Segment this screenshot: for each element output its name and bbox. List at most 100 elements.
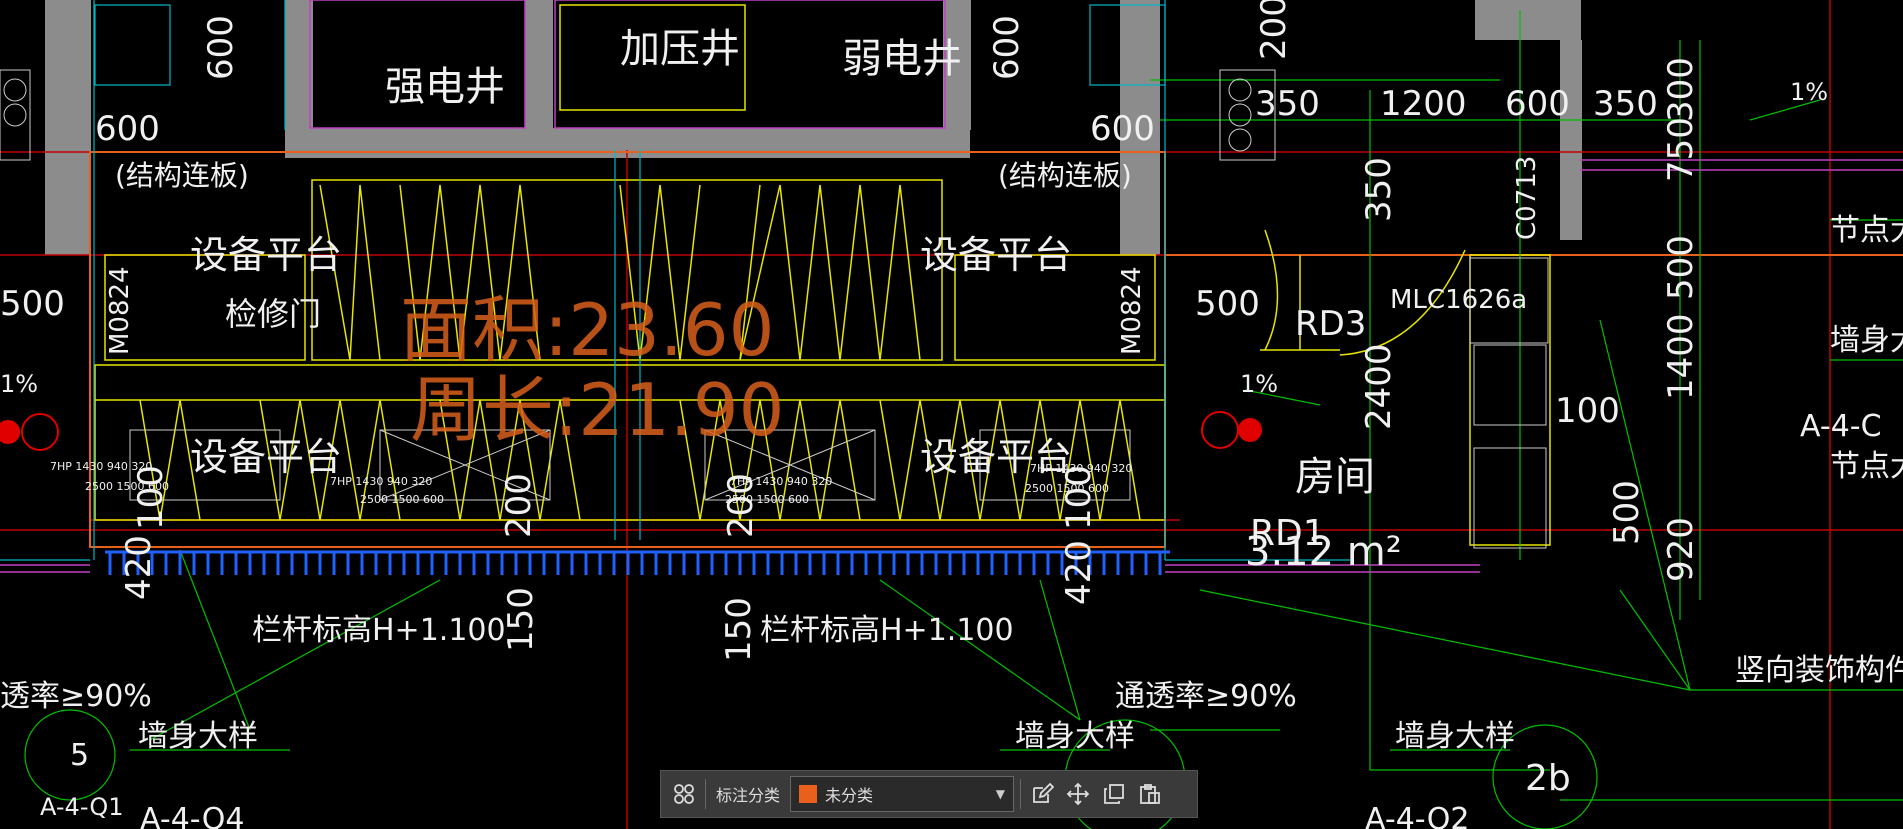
grid-apps-icon[interactable] bbox=[669, 778, 699, 810]
yellow-structure bbox=[94, 4, 1551, 546]
dim-100-r: 100 bbox=[1555, 391, 1620, 431]
platform-label-tr: 设备平台 bbox=[920, 233, 1072, 277]
railing-comb bbox=[105, 550, 1170, 575]
dim-420-b: 420 bbox=[1059, 540, 1099, 605]
detail-ref-q4: A-4-Q4 bbox=[140, 802, 244, 829]
toolbar-divider bbox=[705, 779, 706, 809]
wall-detail-partial-1: 墙身大 bbox=[1830, 323, 1903, 358]
paste-icon[interactable] bbox=[1135, 778, 1165, 810]
equipment-label-8: 2500 1500 600 bbox=[1025, 482, 1109, 495]
dim-200-b: 200 bbox=[721, 473, 761, 538]
platform-label-bl: 设备平台 bbox=[190, 435, 342, 479]
chevron-down-icon: ▼ bbox=[995, 787, 1006, 801]
weak-shaft-label: 弱电井 bbox=[842, 36, 962, 82]
edit-icon[interactable] bbox=[1027, 778, 1057, 810]
dim-200-a: 200 bbox=[499, 473, 539, 538]
railing-label-left: 栏杆标高H+1.100 bbox=[252, 613, 506, 648]
dim-600-b: 600 bbox=[1090, 109, 1155, 149]
room-label: 房间 bbox=[1295, 454, 1375, 500]
cyan-lines bbox=[0, 0, 1350, 561]
dim-750: 750 bbox=[1661, 117, 1701, 182]
move-icon[interactable] bbox=[1063, 778, 1093, 810]
equipment-label-6: 2500 1500 600 bbox=[85, 480, 169, 493]
dim-2400: 2400 bbox=[1359, 343, 1399, 430]
dim-1200: 1200 bbox=[1380, 84, 1467, 124]
dim-200-top: 200 bbox=[1254, 0, 1294, 60]
dim-600-a: 600 bbox=[95, 109, 160, 149]
dim-100-a: 100 bbox=[131, 465, 171, 530]
red-light-icons bbox=[0, 411, 1262, 451]
detail-circle-5: 5 bbox=[70, 738, 89, 773]
room-area: 3.12 m² bbox=[1245, 529, 1402, 575]
slope-label-1: 1% bbox=[1790, 78, 1828, 106]
dim-420-a: 420 bbox=[119, 535, 159, 600]
equipment-label-1: 7HP 1430 940 320 bbox=[330, 475, 432, 488]
slab-labels: (结构连板) (结构连板) bbox=[115, 159, 1132, 192]
equipment-label-4: 2500 1500 600 bbox=[725, 493, 809, 506]
dim-500-low: 500 bbox=[1607, 480, 1647, 545]
room-tag-2: RD3 bbox=[1295, 304, 1366, 344]
fixtures bbox=[0, 69, 1549, 549]
dim-500-l: 500 bbox=[0, 284, 65, 324]
transparency-label-right: 通透率≥90% bbox=[1115, 679, 1297, 714]
detail-circle-2b: 2b bbox=[1525, 758, 1571, 799]
equipment-labels: 7HP 1430 940 320 2500 1500 600 7HP 1430 … bbox=[50, 460, 1132, 506]
slab-label-right: (结构连板) bbox=[998, 159, 1132, 192]
equipment-label-2: 2500 1500 600 bbox=[360, 493, 444, 506]
wall-detail-label-3: 墙身大样 bbox=[1395, 719, 1515, 754]
window-code-2: C0713 bbox=[1512, 156, 1542, 240]
equipment-label-5: 7HP 1430 940 320 bbox=[50, 460, 152, 473]
vertical-decor-label: 竖向装饰构件 bbox=[1735, 653, 1903, 688]
wall-detail-label-2: 墙身大样 bbox=[1015, 719, 1135, 754]
dim-600-e: 600 bbox=[1505, 84, 1570, 124]
railing-label-right: 栏杆标高H+1.100 bbox=[760, 613, 1014, 648]
perimeter-text: 周长:21.90 bbox=[410, 368, 784, 452]
annotations: RD1 RD3 3.12 m² MLC1626a C0713 M0824 M08… bbox=[0, 78, 1903, 754]
detail-refs: 5 2b A-4-Q1 A-4-Q4 A-4-Q2 bbox=[40, 738, 1571, 829]
dim-600-d: 600 bbox=[987, 15, 1027, 80]
copy-icon[interactable] bbox=[1099, 778, 1129, 810]
equipment-label-3: 7HP 1430 940 320 bbox=[730, 475, 832, 488]
node-detail-partial-1: 节点大 bbox=[1830, 213, 1903, 248]
node-ref-partial: A-4-C bbox=[1800, 409, 1882, 444]
door-code-left: M0824 bbox=[105, 266, 135, 355]
room-labels: 强电井 加压井 弱电井 房间 bbox=[385, 26, 1375, 500]
pressure-shaft-label: 加压井 bbox=[620, 26, 740, 72]
dim-150-b: 150 bbox=[719, 597, 759, 662]
node-detail-partial-2: 节点大 bbox=[1830, 449, 1903, 484]
dim-500-m: 500 bbox=[1195, 284, 1260, 324]
dim-300: 300 bbox=[1661, 57, 1701, 122]
platform-label-tl: 设备平台 bbox=[190, 233, 342, 277]
annotation-category-label: 标注分类 bbox=[716, 786, 781, 805]
transparency-label-left: 透率≥90% bbox=[0, 679, 152, 714]
door-code-right: M0824 bbox=[1117, 266, 1147, 355]
area-text: 面积:23.60 bbox=[400, 288, 774, 372]
toolbar-divider bbox=[1020, 779, 1022, 809]
dim-920: 920 bbox=[1661, 517, 1701, 582]
window-code: MLC1626a bbox=[1390, 285, 1527, 315]
strong-shaft-label: 强电井 bbox=[385, 64, 505, 110]
magenta-lines bbox=[0, 0, 1903, 573]
annotation-category-select[interactable]: 未分类 ▼ bbox=[790, 776, 1015, 812]
walls bbox=[45, 0, 1582, 255]
slab-label-left: (结构连板) bbox=[115, 159, 249, 192]
wall-detail-label-1: 墙身大样 bbox=[138, 719, 258, 754]
platform-labels: 设备平台 设备平台 设备平台 设备平台 检修门 bbox=[190, 233, 1072, 479]
category-selected-value: 未分类 bbox=[825, 786, 874, 805]
platform-label-br: 设备平台 bbox=[920, 435, 1072, 479]
equipment-label-7: 7HP 1430 940 320 bbox=[1030, 462, 1132, 475]
room-tag: RD1 bbox=[1250, 513, 1326, 554]
service-door-label: 检修门 bbox=[225, 295, 321, 333]
dim-600-c: 600 bbox=[201, 15, 241, 80]
slope-label-2: 1% bbox=[1240, 370, 1278, 398]
detail-ref-q2: A-4-Q2 bbox=[1365, 802, 1469, 829]
dim-1400: 1400 bbox=[1661, 313, 1701, 400]
dim-350-v: 350 bbox=[1359, 157, 1399, 222]
dim-500-r: 500 bbox=[1661, 235, 1701, 300]
dimension-labels: 600 600 600 600 200 350 1200 600 350 300… bbox=[0, 0, 1701, 662]
dim-350-b: 350 bbox=[1593, 84, 1658, 124]
green-lines bbox=[24, 10, 1903, 829]
dim-350-a: 350 bbox=[1255, 84, 1320, 124]
category-color-swatch bbox=[799, 785, 818, 803]
